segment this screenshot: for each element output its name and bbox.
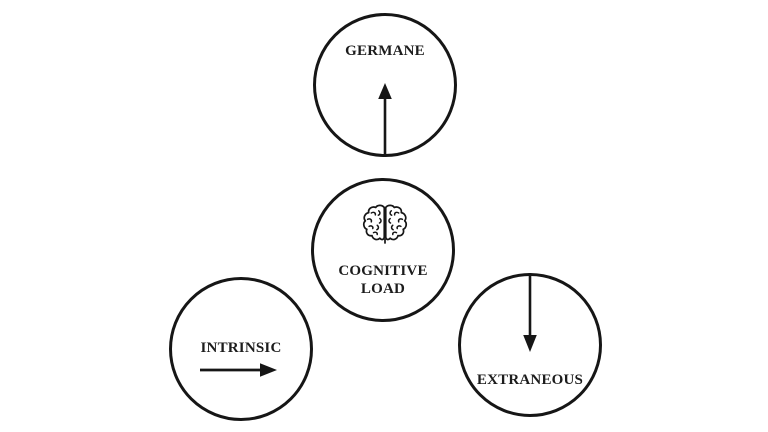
- intrinsic-circle: [169, 277, 313, 421]
- extraneous-node: EXTRANEOUS: [458, 273, 602, 417]
- arrow-right-icon: [200, 363, 277, 377]
- germane-label: GERMANE: [345, 43, 425, 59]
- cognitive-load-node: COGNITIVE LOAD: [311, 178, 455, 322]
- cognitive-load-label-line1: COGNITIVE: [338, 263, 428, 279]
- brain-icon: [362, 204, 408, 244]
- intrinsic-label: INTRINSIC: [200, 340, 282, 356]
- arrow-up-icon: [378, 83, 392, 157]
- cognitive-load-label-line2: LOAD: [360, 281, 406, 297]
- intrinsic-node: INTRINSIC: [169, 277, 313, 421]
- germane-node: GERMANE: [313, 13, 457, 157]
- cognitive-load-circle: [311, 178, 455, 322]
- extraneous-label: EXTRANEOUS: [476, 372, 584, 388]
- arrow-down-icon: [523, 273, 537, 352]
- cognitive-load-label: COGNITIVE LOAD: [311, 262, 455, 298]
